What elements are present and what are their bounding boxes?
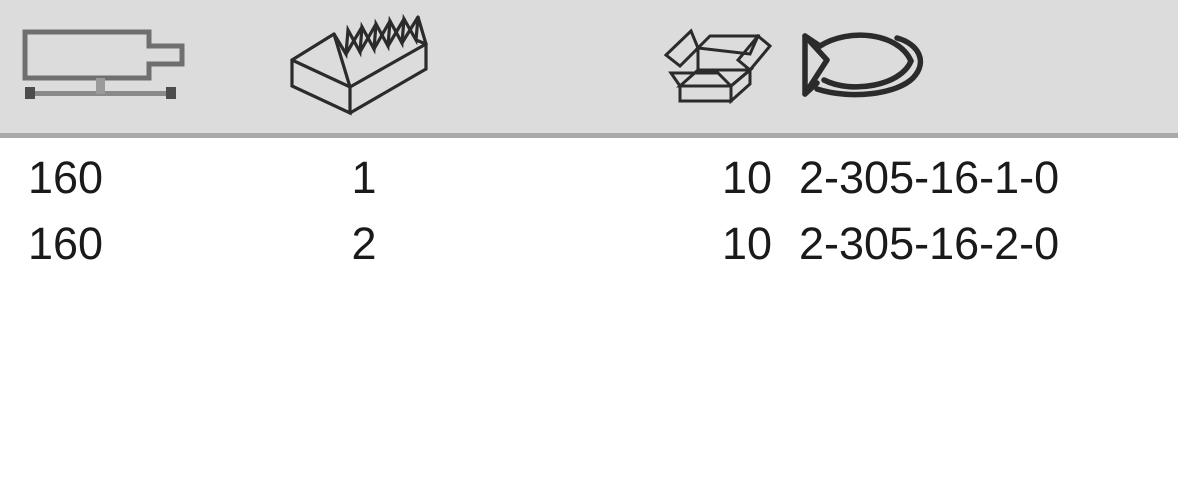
column-header-length (22, 28, 197, 108)
cell-packaging: 10 (721, 218, 772, 269)
fish-icon (793, 28, 928, 103)
open-box-icon (658, 18, 788, 113)
cell-length: 160 (28, 218, 104, 269)
table-row: 160 1 10 2-305-16-1-0 (0, 147, 1190, 209)
column-header-packaging (658, 18, 788, 113)
cell-article: 2-305-16-2-0 (799, 218, 1060, 269)
cell-article: 2-305-16-1-0 (799, 152, 1060, 203)
column-header-cut (288, 12, 448, 117)
file-cut-teeth-icon (288, 12, 448, 117)
cell-packaging: 10 (721, 152, 772, 203)
table-header-band (0, 0, 1178, 133)
cell-cut: 2 (351, 218, 377, 269)
header-bottom-rule (0, 133, 1178, 138)
length-dimension-icon (22, 28, 197, 108)
cell-cut: 1 (351, 152, 377, 203)
column-header-article-number (793, 28, 928, 103)
table-row: 160 2 10 2-305-16-2-0 (0, 213, 1190, 275)
cell-length: 160 (28, 152, 104, 203)
